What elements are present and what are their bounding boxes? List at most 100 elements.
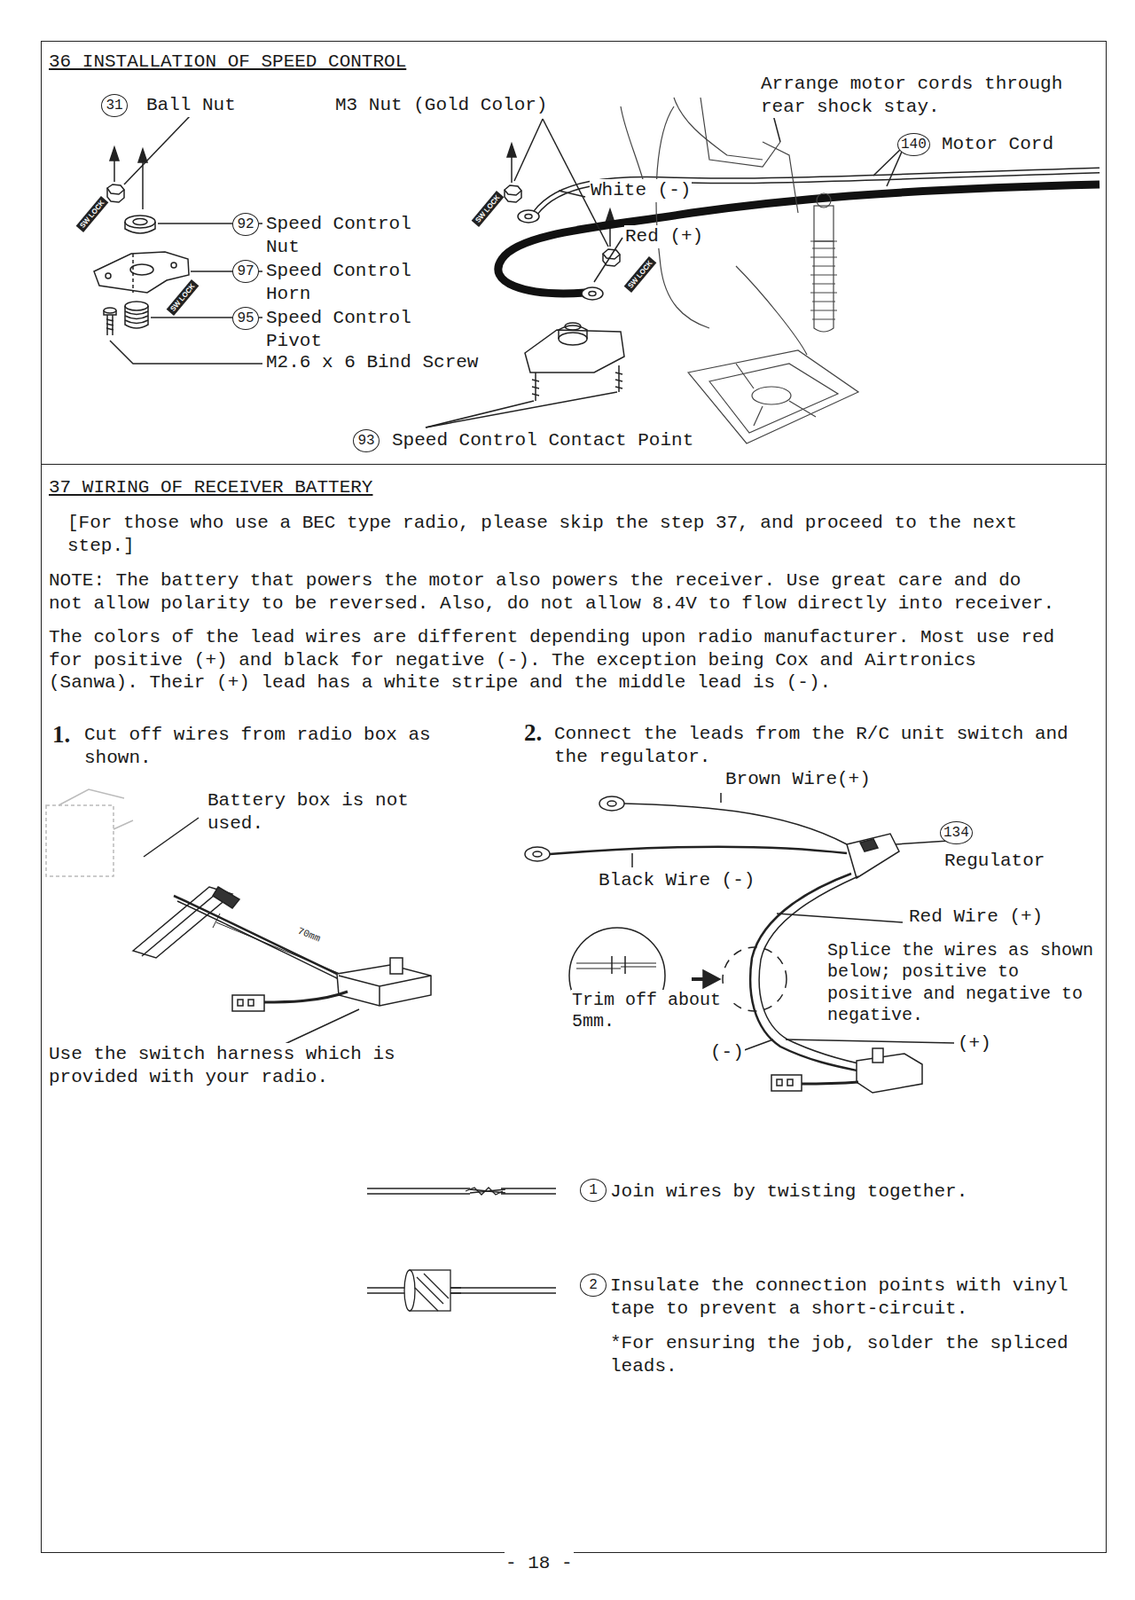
motor-wiring-stroke: [558, 332, 588, 345]
step2-splicing-stroke: [895, 840, 949, 845]
callout-number: 140: [897, 133, 931, 157]
speed-control-parts-stroke: [113, 159, 116, 182]
lock-tag: SW LOCK: [471, 190, 505, 227]
chassis-sketch-stroke: [814, 241, 834, 332]
wire-label: White (-): [589, 179, 692, 203]
part-name: Motor Cord: [940, 133, 1055, 157]
speed-control-parts-stroke: [109, 147, 119, 161]
speed-control-parts-stroke: [107, 187, 125, 203]
callout-number: 2: [579, 1273, 607, 1297]
motor-wiring-stroke: [524, 214, 533, 220]
step2-splicing-stroke: [872, 1048, 884, 1063]
chassis-sketch-stroke: [762, 141, 799, 213]
step2-splicing-stroke: [860, 838, 878, 852]
speed-control-parts-stroke: [138, 148, 148, 163]
step2-splicing-stroke: [703, 970, 721, 988]
chassis-sketch: [620, 97, 859, 444]
step1-cutting-stroke: [46, 805, 114, 877]
step2-splicing-stroke: [607, 800, 617, 807]
motor-wiring-stroke: [510, 156, 513, 183]
page-number: - 18 -: [504, 1551, 574, 1575]
chassis-sketch-stroke: [735, 363, 816, 426]
speed-control-parts-stroke: [107, 184, 125, 195]
splice-steps-stroke: [367, 1188, 470, 1194]
speed-control-parts-stroke: [124, 115, 191, 185]
instruction: Trim off about 5mm.: [571, 989, 733, 1034]
step2-splicing-stroke: [787, 1079, 793, 1086]
step-number: 2.: [523, 718, 543, 748]
callout-number: 93: [352, 429, 380, 453]
wire-label: Black Wire (-): [597, 868, 756, 893]
part-name: Speed Control Nut: [265, 212, 423, 259]
note: The colors of the lead wires are differe…: [47, 626, 1056, 695]
splice-steps-stroke: [500, 1188, 556, 1194]
instruction: Join wires by twisting together.: [609, 1180, 969, 1204]
step1-cutting-stroke: [390, 957, 403, 974]
speed-control-parts-stroke: [130, 264, 154, 275]
chassis-sketch-stroke: [688, 350, 859, 444]
step2-splicing-stroke: [631, 853, 634, 868]
instruction: Connect the leads from the R/C unit swit…: [553, 722, 1081, 768]
step1-cutting-stroke: [336, 964, 431, 1006]
callout-number: 1: [579, 1178, 607, 1202]
callout-number: 97: [232, 259, 259, 283]
step1-cutting-stroke: [141, 890, 220, 956]
section-heading: 36 INSTALLATION OF SPEED CONTROL: [48, 50, 407, 73]
note: NOTE: The battery that powers the motor …: [47, 569, 1056, 615]
wire-label: Red Wire (+): [908, 905, 1044, 929]
motor-wiring-stroke: [425, 391, 618, 428]
note: *For ensuring the job, solder the splice…: [609, 1331, 1081, 1378]
motor-wiring-stroke: [564, 322, 581, 330]
speed-control-parts-stroke: [106, 314, 114, 336]
motor-wiring-stroke: [581, 287, 603, 300]
motor-wiring-stroke: [507, 143, 517, 157]
step2-splicing-stroke: [771, 1074, 802, 1091]
motor-wiring-stroke: [594, 237, 623, 282]
callout-number: 92: [232, 212, 259, 236]
step1-cutting-stroke: [248, 999, 254, 1006]
speed-control-parts-stroke: [125, 221, 156, 234]
motor-wiring-stroke: [504, 185, 522, 196]
dimension: 70mm: [295, 924, 323, 946]
part-name: Ball Nut: [145, 93, 237, 118]
splice-steps-stroke: [367, 1287, 556, 1293]
chassis-sketch-stroke: [709, 363, 838, 433]
motor-wiring-stroke: [498, 184, 1100, 294]
splice-steps-stroke: [450, 1287, 462, 1293]
lock-tag: SW LOCK: [624, 256, 658, 293]
polarity-label: (-): [709, 1041, 745, 1065]
part-name: Speed Control Pivot: [265, 306, 423, 353]
step2-splicing-stroke: [611, 955, 626, 974]
splice-steps-stroke: [414, 1273, 449, 1311]
splice-steps-stroke: [409, 1269, 451, 1311]
motor-wiring-stroke: [425, 400, 534, 428]
motor-wiring-stroke: [558, 190, 586, 197]
motor-wiring-stroke: [504, 189, 522, 203]
speed-control-parts-stroke: [132, 253, 134, 293]
motor-wiring-stroke: [514, 118, 543, 181]
wire-label: Brown Wire(+): [724, 767, 872, 791]
step1-cutting-stroke: [143, 817, 199, 857]
part-name: M3 Nut (Gold Color): [334, 93, 548, 118]
part-name: Regulator: [943, 849, 1046, 873]
wire-label: Red (+): [624, 225, 705, 249]
instruction: Cut off wires from radio box as shown.: [83, 723, 443, 769]
step2-splicing-stroke: [576, 962, 657, 969]
chassis-sketch-stroke: [620, 106, 807, 355]
step2-splicing-stroke: [720, 792, 722, 803]
note: Arrange motor cords through rear shock s…: [759, 72, 1075, 118]
speed-control-parts-stroke: [125, 311, 149, 324]
chassis-sketch-stroke: [673, 97, 763, 160]
step2-splicing-stroke: [599, 796, 625, 811]
section-heading: 37 WIRING OF RECEIVER BATTERY: [48, 476, 373, 499]
chassis-sketch-stroke: [656, 106, 710, 329]
speed-control-parts-stroke: [103, 310, 117, 315]
step2-splicing-stroke: [785, 1039, 955, 1043]
note: Battery box is not used.: [206, 789, 421, 835]
speed-control-parts-stroke: [93, 251, 189, 293]
speed-control-parts-stroke: [141, 161, 144, 210]
chassis-sketch-stroke: [816, 193, 831, 208]
motor-wiring-stroke: [588, 291, 596, 297]
step1-cutting: [46, 789, 431, 1047]
instruction: Insulate the connection points with viny…: [609, 1274, 1081, 1320]
